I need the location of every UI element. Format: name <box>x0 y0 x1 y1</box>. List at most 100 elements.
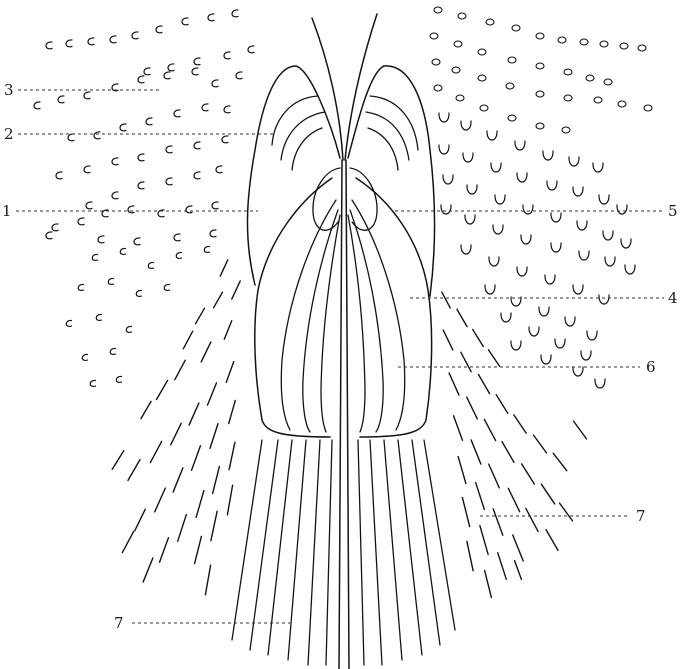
o-mark <box>564 69 572 75</box>
u-mark <box>581 351 591 360</box>
dash-mark <box>226 362 234 383</box>
dash-mark <box>534 435 547 453</box>
body-right-outline <box>356 178 432 437</box>
c-mark <box>138 76 144 83</box>
dash-mark <box>171 423 182 445</box>
c-mark <box>92 254 97 260</box>
u-mark <box>501 313 511 322</box>
c-mark <box>120 248 125 254</box>
dash-mark <box>196 491 204 518</box>
u-mark <box>511 341 521 350</box>
dash-mark <box>192 446 201 470</box>
dash-mark <box>229 400 236 423</box>
dash-mark <box>471 440 481 464</box>
dash-mark <box>473 330 484 347</box>
c-mark <box>58 96 64 103</box>
dash-mark <box>574 421 587 439</box>
dash-mark <box>201 342 211 362</box>
c-mark <box>204 246 209 252</box>
u-mark <box>573 285 583 294</box>
c-mark <box>138 154 144 161</box>
body-line-r2 <box>350 210 383 432</box>
dash-mark <box>496 395 508 414</box>
dash-mark <box>160 538 169 562</box>
u-mark <box>565 317 575 326</box>
u-mark <box>587 331 597 340</box>
c-mark <box>138 182 144 189</box>
c-mark <box>66 320 71 326</box>
dash-mark <box>175 360 185 379</box>
c-mark <box>46 42 52 49</box>
dash-mark <box>467 397 478 419</box>
u-mark <box>439 145 449 154</box>
dash-mark <box>461 352 471 371</box>
dash-mark <box>560 503 573 521</box>
u-mark <box>517 267 527 276</box>
dash-mark <box>122 531 133 552</box>
dash-mark <box>227 485 232 515</box>
u-mark <box>523 205 533 214</box>
c-mark <box>90 380 95 386</box>
label-7-right: 7 <box>636 507 646 525</box>
label-2: 2 <box>4 125 14 143</box>
c-mark <box>202 104 208 111</box>
c-mark <box>94 132 100 139</box>
u-mark <box>465 215 475 224</box>
u-mark <box>463 153 473 162</box>
o-mark <box>456 95 464 101</box>
u-mark <box>441 205 451 214</box>
o-mark <box>434 85 442 91</box>
body-left-outline <box>255 178 332 437</box>
c-mark <box>110 36 116 43</box>
c-mark <box>96 314 101 320</box>
o-mark <box>486 19 494 25</box>
dash-mark <box>485 570 492 597</box>
u-mark <box>551 213 561 222</box>
fan-line <box>384 440 402 660</box>
left-inner-loop <box>313 168 340 230</box>
u-mark <box>439 113 449 122</box>
o-mark <box>536 123 544 129</box>
dash-mark <box>458 457 466 484</box>
right-arc-1 <box>370 96 418 150</box>
dash-mark <box>150 441 161 462</box>
dash-mark <box>135 509 146 531</box>
dash-mark <box>498 553 507 580</box>
o-mark <box>506 83 514 89</box>
o-mark <box>480 105 488 111</box>
o-mark <box>454 41 462 47</box>
o-mark <box>478 75 486 81</box>
o-mark <box>458 13 466 19</box>
c-mark <box>236 72 242 79</box>
u-mark <box>521 235 531 244</box>
body-line-l1 <box>281 200 336 430</box>
c-mark <box>132 32 138 39</box>
u-mark <box>599 295 609 304</box>
dash-mark <box>442 292 450 308</box>
c-mark <box>166 146 172 153</box>
c-mark <box>164 72 170 79</box>
u-mark <box>489 257 499 266</box>
right-arc-3 <box>368 128 398 170</box>
u-mark <box>577 221 587 230</box>
dash-mark <box>173 468 183 492</box>
left-arc-2 <box>281 112 325 160</box>
o-mark <box>562 127 570 133</box>
dash-mark <box>457 309 467 326</box>
u-mark <box>539 307 549 316</box>
c-mark <box>82 354 87 360</box>
o-mark <box>618 101 626 107</box>
u-mark <box>529 327 539 336</box>
c-mark <box>216 166 222 173</box>
o-mark <box>512 25 520 31</box>
fan-line <box>308 440 320 665</box>
o-mark <box>620 43 628 49</box>
dash-mark <box>502 442 514 463</box>
o-mark <box>604 79 612 85</box>
c-mark <box>78 284 83 290</box>
c-mark <box>212 202 218 209</box>
fan-line <box>326 440 332 665</box>
c-mark <box>116 376 121 382</box>
o-mark <box>586 75 594 81</box>
